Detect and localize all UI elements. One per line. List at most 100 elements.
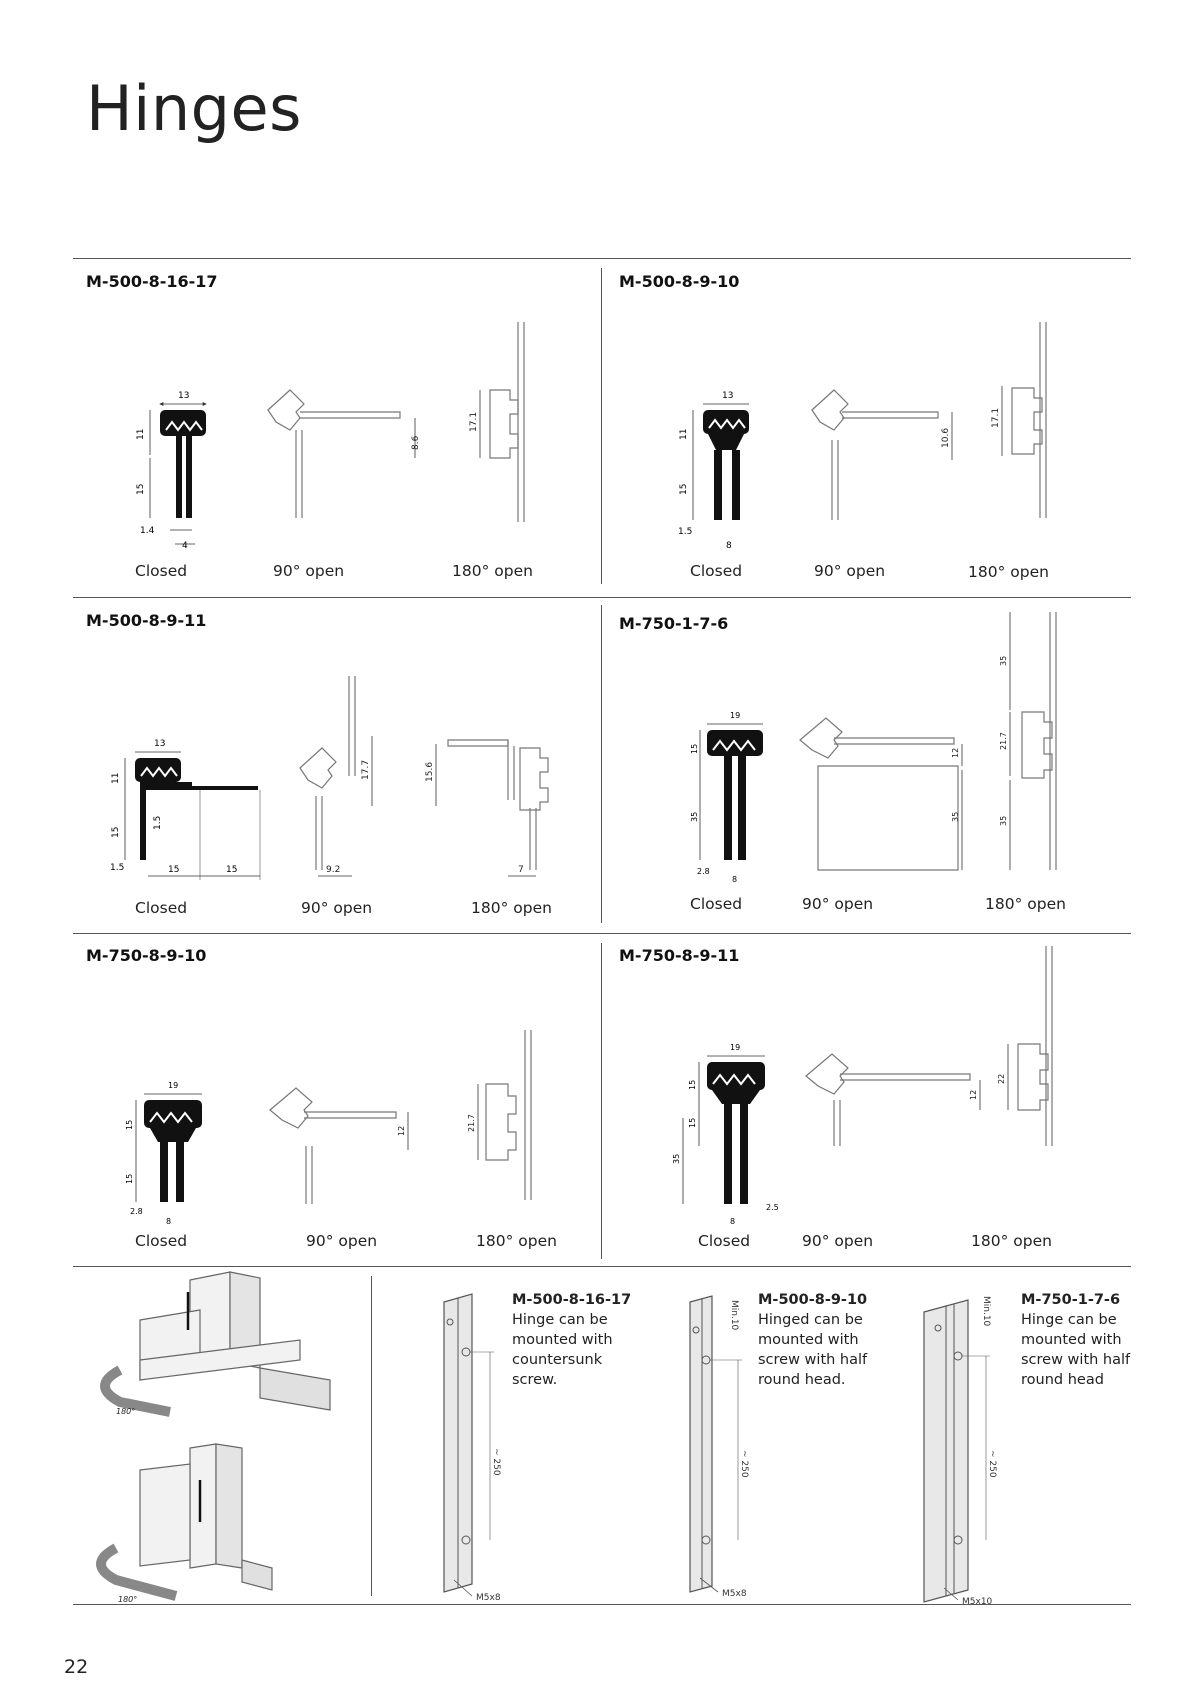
caption: 90° open: [802, 1232, 874, 1250]
mounting-note: M-750-1-7-6 Hinge can be mounted with sc…: [1021, 1290, 1130, 1390]
dimension-label: 15: [688, 1080, 697, 1090]
dimension-label: 11: [111, 773, 121, 784]
caption: 90° open: [301, 899, 373, 917]
dimension-label: 19: [730, 1043, 740, 1052]
divider: [601, 605, 602, 923]
open-90-drawing: 12: [269, 1087, 409, 1204]
note-title: M-500-8-9-10: [758, 1292, 868, 1308]
open-90-drawing: 9.2 17.7: [299, 676, 373, 877]
open-180-drawing: 22: [997, 946, 1053, 1146]
dimension-label: 35: [672, 1154, 681, 1164]
divider: [73, 258, 1131, 259]
dimension-label: 13: [154, 739, 165, 749]
open-180-drawing: 21.7: [467, 1030, 532, 1200]
caption: Closed: [135, 1232, 188, 1250]
dimension-label: 17.1: [991, 408, 1001, 428]
dimension-label: 11: [136, 429, 146, 440]
dimension-label: 1.4: [140, 526, 155, 536]
closed-profile-drawing: 19 15 35 2.8 8: [690, 711, 763, 884]
closed-profile-drawing: 19 15 15 35 8 2.5: [672, 1043, 779, 1226]
dimension-label: 8: [730, 1217, 735, 1226]
open-180-drawing: 35 21.7 35: [999, 612, 1057, 870]
note-line: Hinged can be: [758, 1312, 863, 1328]
dimension-label: 4: [182, 541, 188, 551]
dimension-label: 15: [125, 1120, 134, 1130]
divider: [73, 933, 1131, 934]
open-90-drawing: 8.6: [267, 389, 421, 518]
caption: Closed: [135, 899, 188, 917]
dimension-label: 1.5: [110, 863, 124, 873]
divider: [73, 597, 1131, 598]
caption: 180° open: [476, 1232, 557, 1250]
min-label: Min.10: [729, 1300, 739, 1331]
dimension-label: 10.6: [941, 428, 951, 448]
dimension-label: 19: [730, 711, 740, 720]
note-line: Hinge can be: [512, 1312, 608, 1328]
note-line: round head.: [758, 1372, 846, 1388]
open-180-drawing: 17.1: [469, 322, 525, 522]
caption: 90° open: [306, 1232, 378, 1250]
dimension-label: 12: [397, 1126, 406, 1136]
length-label: ~ 250: [987, 1450, 997, 1478]
screw-label: M5x8: [476, 1593, 501, 1603]
dimension-label: 35: [951, 812, 960, 822]
dimension-label: 22: [997, 1074, 1006, 1084]
dimension-label: 15: [168, 865, 179, 875]
length-label: ~ 250: [491, 1448, 501, 1476]
divider: [73, 1266, 1131, 1267]
dimension-label: 35: [999, 816, 1008, 826]
dimension-label: 8: [726, 541, 732, 551]
caption: 180° open: [452, 562, 533, 580]
caption: 90° open: [814, 562, 886, 580]
section-label: M-750-8-9-10: [86, 946, 207, 965]
note-line: mounted with: [758, 1332, 859, 1348]
dimension-label: 13: [722, 391, 733, 401]
caption: 180° open: [985, 895, 1066, 913]
section-label: M-500-8-9-11: [86, 611, 207, 630]
caption: 180° open: [968, 563, 1049, 581]
page-number: 22: [64, 1656, 89, 1678]
caption: 90° open: [273, 562, 345, 580]
dimension-label: 15: [136, 484, 146, 495]
dimension-label: 2.5: [766, 1203, 779, 1212]
divider: [73, 1604, 1131, 1605]
open-180-drawing: 17.1: [991, 322, 1047, 518]
mounting-illustration: ~ 250 Min.10 M5x10: [923, 1296, 997, 1607]
divider: [371, 1276, 372, 1596]
page-title: Hinges: [86, 72, 302, 145]
dimension-label: 15: [125, 1174, 134, 1184]
dimension-label: 11: [679, 429, 689, 440]
dimension-label: 8.6: [411, 435, 421, 450]
dimension-label: 2.8: [130, 1207, 143, 1216]
dimension-label: 12: [969, 1090, 978, 1100]
dimension-label: 9.2: [326, 865, 340, 875]
note-line: screw.: [512, 1372, 558, 1388]
mounting-illustration: ~ 250 Min.10 M5x8: [689, 1295, 749, 1599]
dimension-label: 21.7: [999, 732, 1008, 750]
dimension-label: 15: [226, 865, 237, 875]
dimension-label: 19: [168, 1081, 178, 1090]
caption: 180° open: [471, 899, 552, 917]
closed-profile-drawing: 13 11 15 1.5 1.5 15 15: [110, 739, 261, 880]
divider: [601, 943, 602, 1259]
caption: Closed: [690, 562, 743, 580]
screw-label: M5x8: [722, 1589, 747, 1599]
dimension-label: 2.8: [697, 867, 710, 876]
dimension-label: 15: [111, 827, 121, 838]
assembly-illustration-bottom: 180°: [96, 1443, 273, 1604]
dimension-label: 13: [178, 391, 189, 401]
section-label: M-500-8-9-10: [619, 272, 740, 291]
divider: [601, 268, 602, 584]
dimension-label: 8: [166, 1217, 171, 1226]
length-label: ~ 250: [739, 1450, 749, 1478]
open-90-drawing: 12 35: [799, 717, 963, 871]
assembly-illustration-top: 180°: [100, 1271, 331, 1417]
dimension-label: 17.1: [469, 412, 479, 432]
caption: 180° open: [971, 1232, 1052, 1250]
caption: Closed: [690, 895, 743, 913]
angle-label: 180°: [116, 1407, 135, 1416]
dimension-label: 35: [999, 656, 1008, 666]
dimension-label: 17.7: [361, 760, 371, 780]
